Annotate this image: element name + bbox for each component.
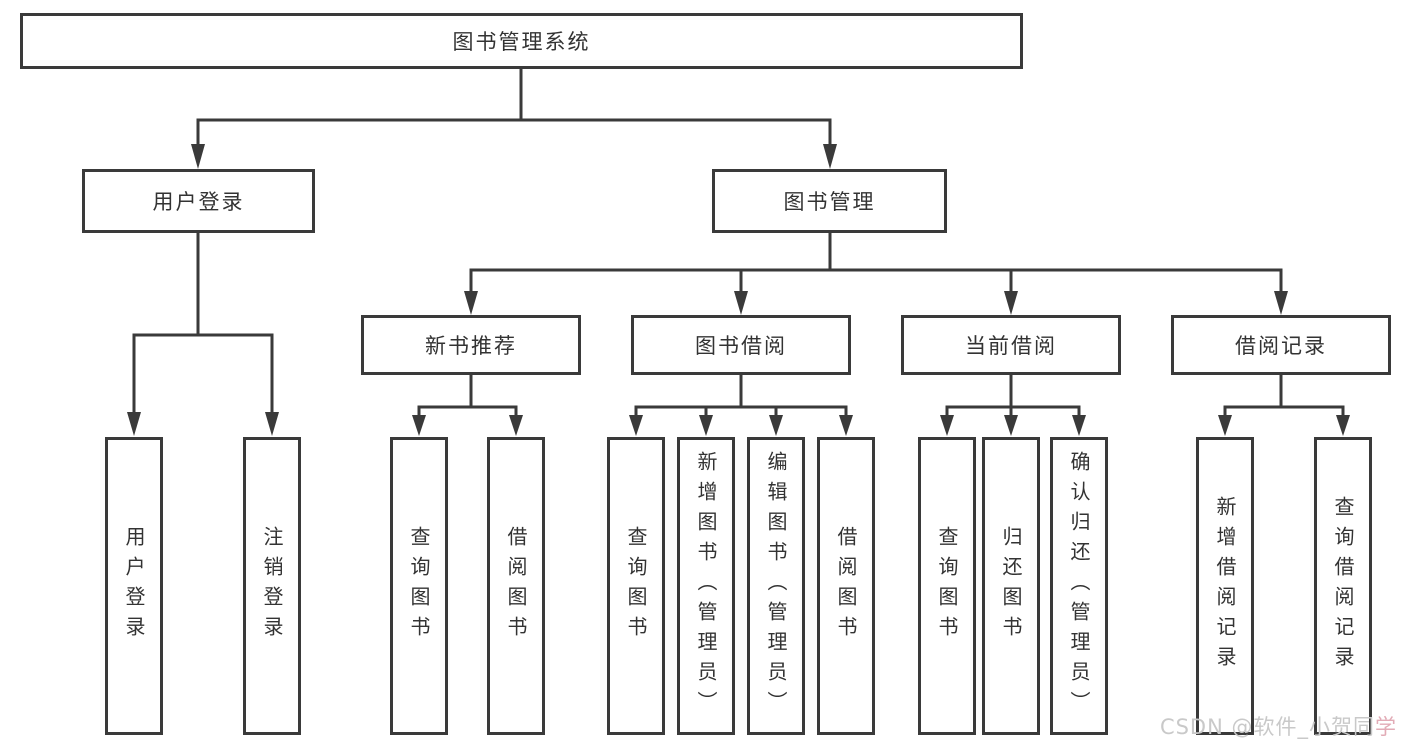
connector-new-book-to-children [412,373,523,436]
leaf-add-borrow-record-label: 新增借阅记录 [1213,496,1237,676]
node-root: 图书管理系统 [20,13,1023,69]
connector-user-login-to-children [127,231,279,436]
csdn-watermark: CSDN @软件_小贺同学 [1160,711,1397,741]
connector-book-management-to-level3 [464,231,1288,315]
node-borrow-records: 借阅记录 [1171,315,1391,375]
connector-book-borrow-to-children [629,373,853,436]
leaf-query-borrow-record-label: 查询借阅记录 [1331,496,1355,676]
node-book-borrow: 图书借阅 [631,315,851,375]
leaf-borrow-books-recommend-label: 借阅图书 [504,526,528,646]
node-new-book-recommend-label: 新书推荐 [425,334,517,358]
leaf-query-books-borrow: 查询图书 [607,437,665,735]
leaf-add-book-admin-label: 新增图书（管理员） [694,451,718,721]
node-user-login: 用户登录 [82,169,315,233]
leaf-logout: 注销登录 [243,437,301,735]
node-borrow-records-label: 借阅记录 [1235,334,1327,358]
leaf-logout-label: 注销登录 [260,526,284,646]
leaf-borrow-books-label: 借阅图书 [834,526,858,646]
node-book-management-label: 图书管理 [783,190,876,214]
leaf-return-book: 归还图书 [982,437,1040,735]
leaf-edit-book-admin: 编辑图书（管理员） [747,437,805,735]
node-root-label: 图书管理系统 [452,30,591,54]
csdn-watermark-accent: 学 [1375,715,1397,739]
leaf-user-login-label: 用户登录 [122,526,146,646]
leaf-add-book-admin: 新增图书（管理员） [677,437,735,735]
leaf-query-books-recommend-label: 查询图书 [407,526,431,646]
connector-current-borrow-to-children [940,373,1086,436]
leaf-edit-book-admin-label: 编辑图书（管理员） [764,451,788,721]
node-user-login-label: 用户登录 [152,190,245,214]
leaf-confirm-return-admin: 确认归还（管理员） [1050,437,1108,735]
leaf-query-books-current: 查询图书 [918,437,976,735]
csdn-watermark-main: CSDN @软件_小贺同 [1159,715,1375,739]
node-current-borrow: 当前借阅 [901,315,1121,375]
leaf-query-books-current-label: 查询图书 [935,526,959,646]
leaf-query-books-recommend: 查询图书 [390,437,448,735]
leaf-return-book-label: 归还图书 [999,526,1023,646]
node-new-book-recommend: 新书推荐 [361,315,581,375]
connector-root-to-level2 [191,67,837,169]
node-book-borrow-label: 图书借阅 [695,334,787,358]
leaf-add-borrow-record: 新增借阅记录 [1196,437,1254,735]
leaf-borrow-books-recommend: 借阅图书 [487,437,545,735]
leaf-query-borrow-record: 查询借阅记录 [1314,437,1372,735]
leaf-query-books-borrow-label: 查询图书 [624,526,648,646]
leaf-user-login: 用户登录 [105,437,163,735]
leaf-borrow-books: 借阅图书 [817,437,875,735]
node-current-borrow-label: 当前借阅 [965,334,1057,358]
connector-borrow-record-to-children [1218,373,1350,436]
node-book-management: 图书管理 [712,169,947,233]
leaf-confirm-return-admin-label: 确认归还（管理员） [1067,451,1091,721]
